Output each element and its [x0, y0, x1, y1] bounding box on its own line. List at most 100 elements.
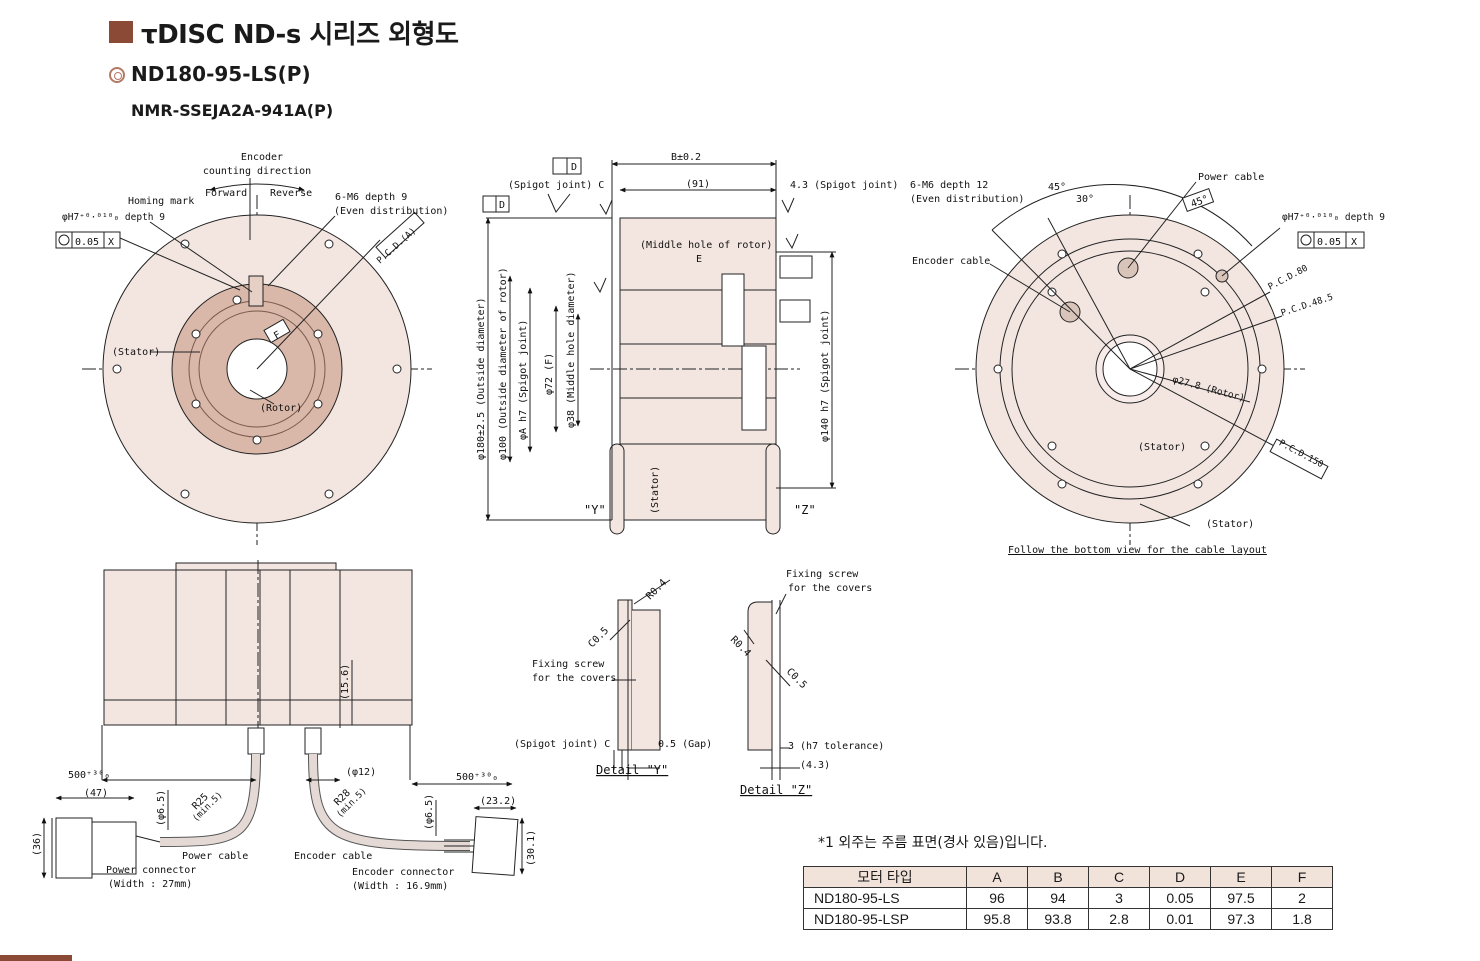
section-marker	[109, 21, 133, 43]
table-cell: 0.01	[1149, 908, 1211, 930]
counting-direction-label: counting direction	[203, 166, 311, 177]
power-connector-label: Power connector	[106, 865, 196, 876]
z-mark: "Z"	[794, 503, 816, 517]
side-spigot-43: 4.3 (Spigot joint)	[790, 180, 898, 191]
table-row: ND180-95-LSP 95.8 93.8 2.8 0.01 97.3 1.8	[803, 908, 1333, 930]
middle-hole-label: (Middle hole of rotor)	[640, 240, 772, 251]
encoder-connector-label: Encoder connector	[352, 867, 454, 878]
angle-45-left: 45°	[1048, 182, 1066, 193]
table-header: A	[966, 866, 1028, 888]
dim-12: (φ12)	[346, 767, 376, 778]
rear-power-cable-label: Power cable	[1198, 172, 1264, 183]
detail-z	[743, 593, 800, 780]
table-cell: 95.8	[966, 908, 1028, 930]
detail-z-c05: C0.5	[784, 666, 809, 691]
dim-500-left: 500⁺³⁰₀	[68, 770, 110, 781]
dim-65-left: (φ6.5)	[156, 790, 167, 826]
forward-label: Forward	[205, 188, 247, 199]
homing-mark-label: Homing mark	[128, 196, 194, 207]
footnote-mark: *1	[818, 835, 834, 851]
table-cell: 93.8	[1027, 908, 1089, 930]
encoder-label: Encoder	[241, 152, 283, 163]
d-label-top: D	[571, 162, 577, 173]
rear-tol-value: 0.05	[1317, 237, 1341, 248]
detail-y-spigot: (Spigot joint) C	[514, 739, 610, 750]
rear-even-dist: (Even distribution)	[910, 194, 1024, 205]
dim-65-right: (φ6.5)	[424, 794, 435, 830]
rear-hole-spec: φH7⁺⁰·⁰¹⁰₀ depth 9	[1282, 212, 1385, 223]
angle-30: 30°	[1076, 194, 1094, 205]
encoder-connector-width: (Width : 16.9mm)	[352, 881, 448, 892]
front-rotor-label: (Rotor)	[260, 403, 302, 414]
dim-301: (30.1)	[526, 830, 537, 866]
dim-a-label: φA h7 (Spigot joint)	[518, 320, 529, 440]
dim-72-label: φ72 (F)	[544, 353, 555, 395]
rear-screws-label: 6-M6 depth 12	[910, 180, 988, 191]
table-cell: 1.8	[1271, 908, 1333, 930]
table-header: C	[1088, 866, 1150, 888]
rear-stator-inner: (Stator)	[1138, 442, 1186, 453]
front-tol-value: 0.05	[75, 237, 99, 248]
table-header: B	[1027, 866, 1089, 888]
detail-y-fixing: Fixing screw	[532, 659, 605, 670]
detail-z-covers: for the covers	[788, 583, 872, 594]
front-tol-ref: X	[108, 237, 114, 248]
table-cell: 97.3	[1210, 908, 1272, 930]
dim-36: (36)	[32, 832, 43, 856]
detail-z-43: (4.3)	[800, 760, 830, 771]
table-cell: 2	[1271, 887, 1333, 909]
reverse-label: Reverse	[270, 188, 312, 199]
d-label-left: D	[499, 200, 505, 211]
table-header-row: 모터 타입 A B C D E F	[803, 866, 1333, 888]
table-cell: 97.5	[1210, 887, 1272, 909]
detail-z-tol: 3 (h7 tolerance)	[788, 741, 884, 752]
rear-stator-outer: (Stator)	[1206, 519, 1254, 530]
dim-500-right: 500⁺³⁰₀	[456, 772, 498, 783]
dimension-table: 모터 타입 A B C D E F ND180-95-LS 96 94 3 0.…	[803, 866, 1333, 930]
side-stator-label: (Stator)	[650, 466, 661, 514]
dim-91: (91)	[686, 179, 710, 190]
dim-47: (47)	[84, 788, 108, 799]
bottom-power-cable: Power cable	[182, 851, 248, 862]
encoder-code: NMR-SSEJA2A-941A(P)	[131, 101, 334, 120]
pcd-80-label: P.C.D.80	[1267, 263, 1310, 292]
table-cell: ND180-95-LS	[803, 887, 967, 909]
front-screws-label: 6-M6 depth 9	[335, 192, 407, 203]
model-name: ND180-95-LS(P)	[131, 62, 311, 86]
detail-y-c05: C0.5	[586, 625, 611, 650]
dim-38-label: φ38 (Middle hole diameter)	[566, 271, 577, 428]
table-cell: 96	[966, 887, 1028, 909]
y-mark: "Y"	[584, 503, 606, 517]
table-cell: 2.8	[1088, 908, 1150, 930]
power-connector-width: (Width : 27mm)	[108, 879, 192, 890]
detail-z-fixing: Fixing screw	[786, 569, 859, 580]
detail-y-covers: for the covers	[532, 673, 616, 684]
front-f-label: F	[272, 330, 283, 343]
table-row: ND180-95-LS 96 94 3 0.05 97.5 2	[803, 887, 1333, 909]
pcd-485-label: P.C.D.48.5	[1280, 293, 1335, 319]
side-view	[482, 157, 836, 535]
bottom-view	[41, 560, 525, 879]
rear-encoder-cable-label: Encoder cable	[912, 256, 990, 267]
model-bullet-icon	[109, 67, 125, 83]
table-cell: 3	[1088, 887, 1150, 909]
table-header: E	[1210, 866, 1272, 888]
page-corner-marker	[0, 955, 72, 961]
detail-y-r04: R0.4	[644, 577, 669, 602]
table-cell: ND180-95-LSP	[803, 908, 967, 930]
side-spigot-c: (Spigot joint) C	[508, 180, 604, 191]
bottom-encoder-cable: Encoder cable	[294, 851, 372, 862]
table-header: 모터 타입	[803, 866, 967, 888]
detail-y	[609, 579, 671, 780]
rear-tol-ref: X	[1351, 237, 1357, 248]
b-dimension: B±0.2	[671, 152, 701, 163]
dim-232: (23.2)	[480, 796, 516, 807]
table-header: D	[1149, 866, 1211, 888]
front-stator-label: (Stator)	[112, 347, 160, 358]
dim-100-label: φ100 (Outside diameter of rotor)	[498, 267, 509, 460]
detail-y-gap: 0.5 (Gap)	[658, 739, 712, 750]
front-hole-spec: φH7⁺⁰·⁰¹⁰₀ depth 9	[62, 212, 165, 223]
footnote: *1 외주는 주름 표면(경사 있음)입니다.	[818, 832, 1047, 852]
follow-note: Follow the bottom view for the cable lay…	[1008, 545, 1267, 556]
